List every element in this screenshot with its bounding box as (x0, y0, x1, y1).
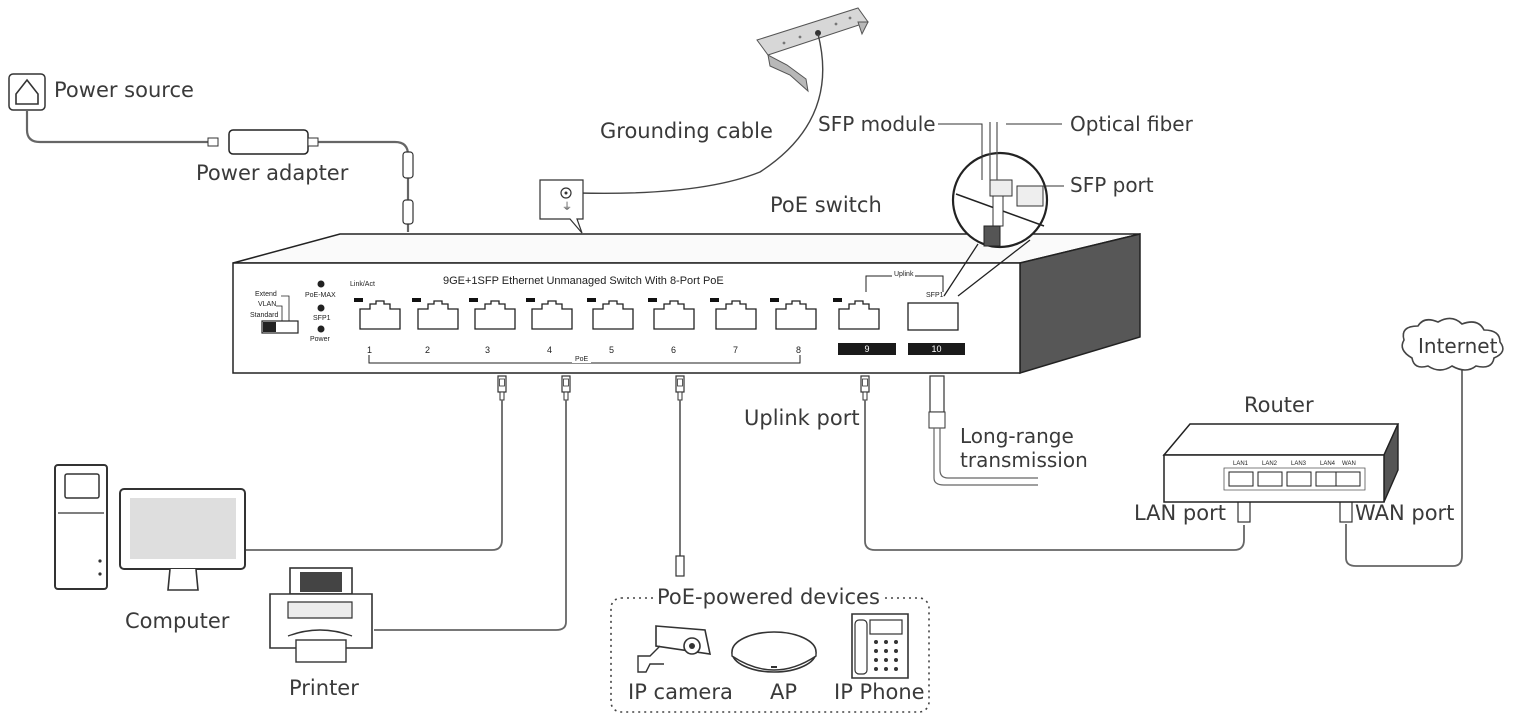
switch-panel-title: 9GE+1SFP Ethernet Unmanaged Switch With … (443, 275, 724, 287)
sfp-magnifier-callout (943, 122, 1049, 297)
sfp1-panel-label: SFP1 (926, 292, 944, 299)
uplink-port-label: Uplink port (744, 406, 860, 430)
sfp-port-label: SFP port (1070, 173, 1154, 197)
port-number-5: 5 (609, 345, 615, 355)
svg-text:⏚: ⏚ (562, 201, 572, 213)
long-range-label-line2: transmission (960, 448, 1088, 472)
power-adapter-icon (207, 129, 414, 225)
port-number-10: 10 (908, 343, 965, 355)
cable-router-internet (1339, 368, 1463, 567)
led-sfp1-label: SFP1 (313, 315, 331, 322)
router-port-lan4: LAN4 (1320, 461, 1336, 467)
port-number-4: 4 (547, 345, 553, 355)
rj45-port-8 (770, 298, 817, 330)
port-number-3: 3 (485, 345, 491, 355)
poe-bracket (368, 355, 801, 364)
access-point-icon (731, 631, 817, 673)
sfp-module-leader (938, 123, 983, 180)
rj45-port-9 (833, 298, 880, 330)
poe-devices-box (610, 597, 930, 713)
power-adapter-label: Power adapter (196, 161, 349, 185)
router-port-lan1: LAN1 (1233, 461, 1249, 467)
port-number-1: 1 (367, 345, 373, 355)
ip-phone-icon (851, 613, 909, 679)
rj45-port-4 (526, 298, 573, 330)
led-power-label: Power (310, 336, 330, 343)
poe-bracket-label: PoE (572, 356, 592, 363)
cable-port1-computer (246, 375, 507, 551)
rj45-port-6 (648, 298, 695, 330)
rj45-port-3 (469, 298, 516, 330)
router-port-lan2: LAN2 (1262, 461, 1278, 467)
mode-extend-label: Extend (255, 291, 277, 298)
ip-camera-icon (637, 625, 712, 673)
port-number-8: 8 (796, 345, 802, 355)
led-sfp1 (317, 304, 325, 312)
rj45-port-5 (587, 298, 634, 330)
router-port-wan: WAN (1342, 461, 1356, 467)
ip-camera-label: IP camera (628, 680, 733, 704)
cable-port6-poe-devices (675, 375, 685, 577)
power-source-label: Power source (54, 78, 194, 102)
cable-uplink-router (860, 375, 1251, 551)
mode-selector-switch (261, 295, 299, 334)
link-act-label: Link/Act (350, 281, 375, 288)
ap-label: AP (770, 680, 798, 704)
sfp-module-label: SFP module (818, 112, 936, 136)
port-number-6: 6 (671, 345, 677, 355)
port-number-9: 9 (838, 343, 896, 355)
lan-port-label: LAN port (1134, 501, 1226, 525)
internet-label: Internet (1418, 334, 1498, 358)
printer-label: Printer (289, 676, 359, 700)
led-power (317, 325, 325, 333)
port-number-2: 2 (425, 345, 431, 355)
rj45-port-1 (354, 298, 401, 330)
poe-switch-label: PoE switch (770, 193, 882, 217)
grounding-cable-line (577, 33, 824, 195)
router-label: Router (1244, 393, 1314, 417)
rj45-port-7 (710, 298, 757, 330)
printer-icon (269, 567, 373, 663)
led-poe-max (317, 280, 325, 288)
optical-fiber-label: Optical fiber (1070, 112, 1193, 136)
long-range-label-line1: Long-range (960, 424, 1074, 448)
router-icon (1162, 423, 1400, 503)
computer-label: Computer (125, 609, 230, 633)
rj45-port-2 (412, 298, 459, 330)
led-poe-max-label: PoE-MAX (305, 292, 336, 299)
mode-vlan-label: VLAN (258, 301, 277, 308)
port-number-7: 7 (733, 345, 739, 355)
poe-devices-label: PoE-powered devices (654, 587, 883, 608)
mode-standard-label: Standard (250, 312, 279, 319)
grounding-cable-label: Grounding cable (600, 119, 773, 143)
sfp-transceiver-fiber (928, 375, 1038, 486)
computer-icon (54, 464, 246, 591)
ground-terminal-callout: ⏚ (539, 179, 584, 234)
ip-phone-label: IP Phone (834, 680, 925, 704)
power-outlet-icon (8, 73, 46, 111)
cable-port3-printer (374, 375, 571, 631)
router-port-lan3: LAN3 (1291, 461, 1307, 467)
sfp-port-10 (907, 302, 959, 331)
wan-port-label: WAN port (1355, 501, 1455, 525)
uplink-panel-label: Uplink (892, 271, 916, 278)
internet-cloud-icon (1401, 317, 1504, 371)
grounding-bar-icon (756, 7, 869, 93)
